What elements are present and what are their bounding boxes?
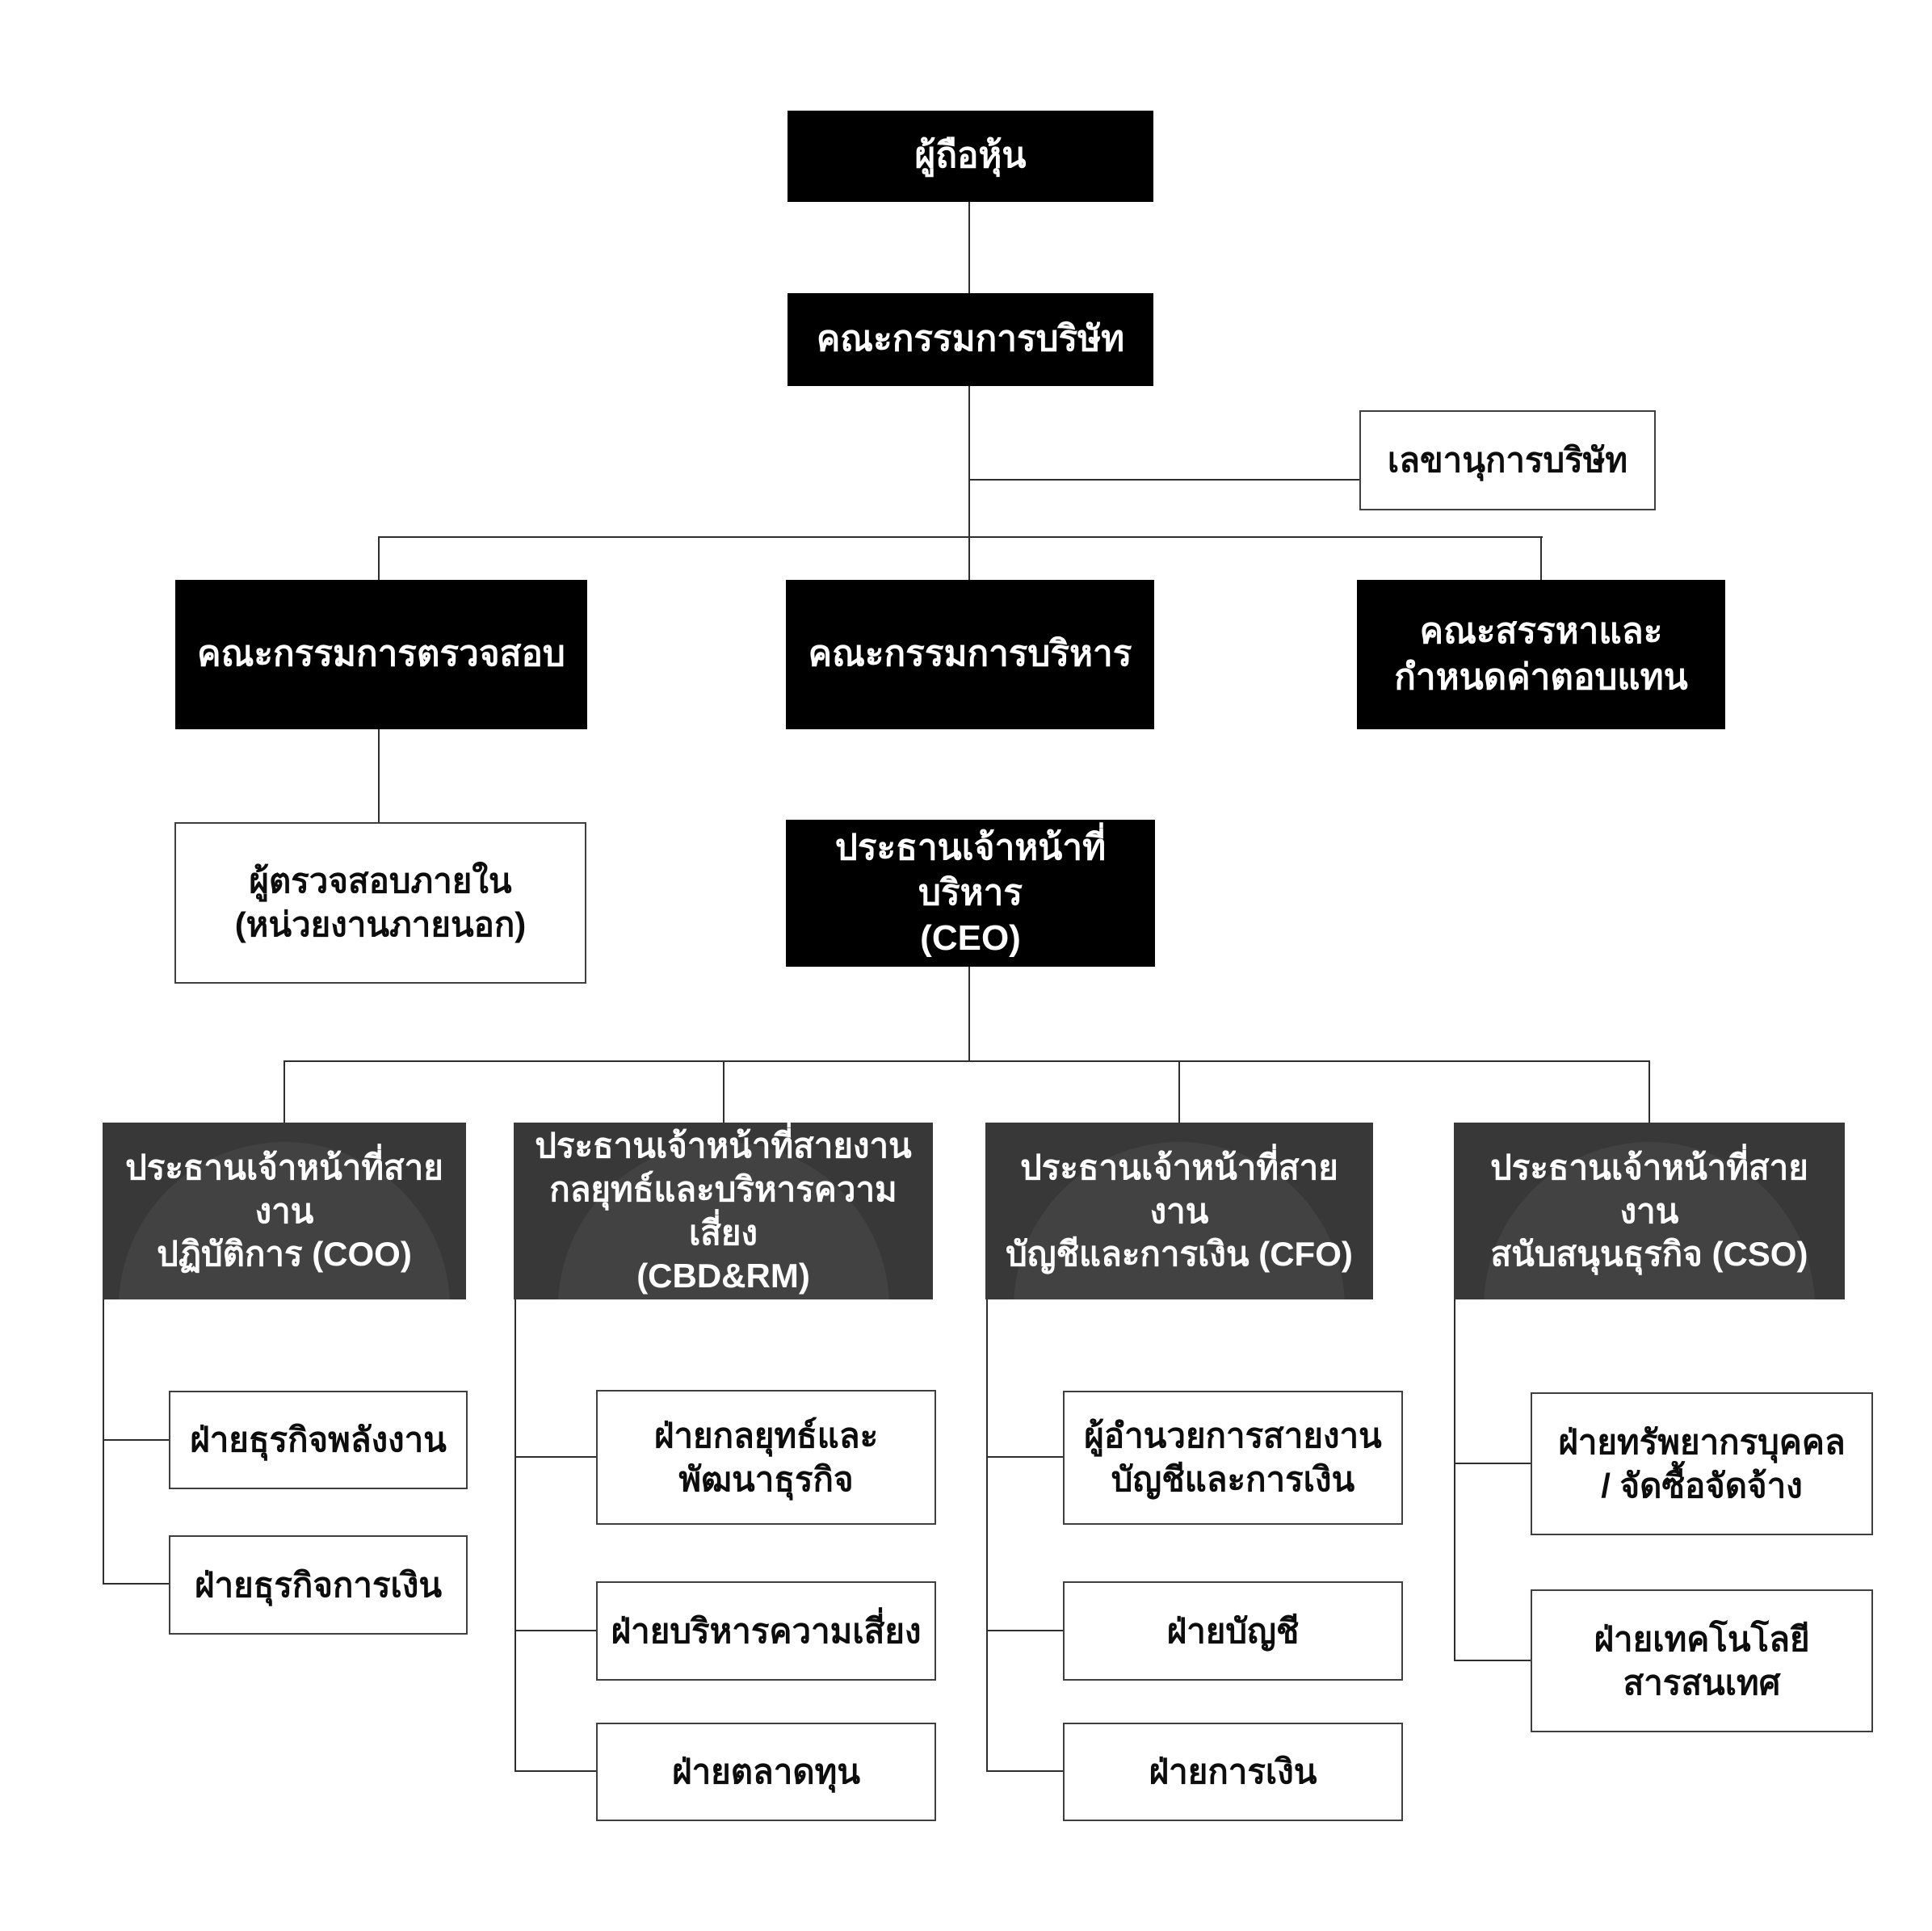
org-node-hr-procurement-dept-label: ฝ่ายทรัพยากรบุคคล / จัดซื้อจัดจ้าง	[1558, 1422, 1846, 1505]
org-node-hr-procurement-dept: ฝ่ายทรัพยากรบุคคล / จัดซื้อจัดจ้าง	[1531, 1392, 1873, 1535]
org-node-risk-management-dept: ฝ่ายบริหารความเสี่ยง	[596, 1581, 936, 1681]
org-node-shareholders: ผู้ถือหุ้น	[788, 111, 1153, 202]
connector-line	[1454, 1299, 1455, 1661]
org-node-information-technology-dept: ฝ่ายเทคโนโลยี สารสนเทศ	[1531, 1589, 1873, 1732]
org-node-financial-business-dept: ฝ่ายธุรกิจการเงิน	[169, 1535, 468, 1635]
connector-line	[968, 479, 1361, 481]
connector-line	[378, 536, 1543, 538]
org-node-energy-business-dept-label: ฝ่ายธุรกิจพลังงาน	[190, 1421, 447, 1459]
org-node-accounting-dept: ฝ่ายบัญชี	[1063, 1581, 1403, 1681]
org-node-information-technology-dept-label: ฝ่ายเทคโนโลยี สารสนเทศ	[1594, 1619, 1810, 1702]
connector-line	[514, 1299, 516, 1772]
org-node-board-of-directors: คณะกรรมการบริษัท	[788, 293, 1153, 386]
org-node-cso-label: ประธานเจ้าหน้าที่สายงาน สนับสนุนธุรกิจ (…	[1490, 1148, 1808, 1274]
connector-line	[986, 1630, 1063, 1631]
connector-line	[103, 1439, 169, 1441]
connector-line	[1648, 1060, 1650, 1123]
org-node-cbdrm: ประธานเจ้าหน้าที่สายงาน กลยุทธ์และบริหาร…	[514, 1123, 933, 1299]
org-node-board-of-directors-label: คณะกรรมการบริษัท	[816, 319, 1125, 359]
org-node-risk-management-dept-label: ฝ่ายบริหารความเสี่ยง	[611, 1611, 922, 1650]
org-node-company-secretary: เลขานุการบริษัท	[1359, 410, 1656, 510]
connector-line	[968, 967, 970, 1061]
org-node-accounting-dept-label: ฝ่ายบัญชี	[1166, 1611, 1300, 1650]
org-node-accounting-finance-director-label: ผู้อำนวยการสายงาน บัญชีและการเงิน	[1084, 1417, 1382, 1498]
connector-line	[284, 1060, 285, 1123]
org-node-coo-label: ประธานเจ้าหน้าที่สายงาน ปฏิบัติการ (COO)	[125, 1148, 443, 1274]
org-node-ceo-label: ประธานเจ้าหน้าที่บริหาร (CEO)	[834, 827, 1107, 959]
org-node-internal-auditor: ผู้ตรวจสอบภายใน (หน่วยงานภายนอก)	[174, 822, 586, 984]
org-node-capital-market-dept-label: ฝ่ายตลาดทุน	[671, 1753, 861, 1791]
org-node-cfo: ประธานเจ้าหน้าที่สายงาน บัญชีและการเงิน …	[985, 1123, 1373, 1299]
connector-line	[723, 1060, 724, 1123]
org-node-accounting-finance-director: ผู้อำนวยการสายงาน บัญชีและการเงิน	[1063, 1391, 1403, 1525]
connector-line	[968, 202, 970, 293]
org-node-executive-committee-label: คณะกรรมการบริหาร	[808, 634, 1132, 674]
org-node-shareholders-label: ผู้ถือหุ้น	[914, 136, 1027, 176]
connector-line	[378, 729, 380, 822]
org-node-cfo-label: ประธานเจ้าหน้าที่สายงาน บัญชีและการเงิน …	[1006, 1148, 1353, 1274]
connector-line	[1454, 1660, 1531, 1661]
connector-line	[378, 536, 380, 580]
connector-line	[1178, 1060, 1180, 1123]
org-node-audit-committee: คณะกรรมการตรวจสอบ	[175, 580, 587, 729]
connector-line	[514, 1630, 596, 1631]
org-node-nomination-remuneration-committee: คณะสรรหาและ กำหนดค่าตอบแทน	[1357, 580, 1725, 729]
connector-line	[514, 1456, 596, 1458]
org-node-internal-auditor-label: ผู้ตรวจสอบภายใน (หน่วยงานภายนอก)	[234, 862, 527, 943]
org-node-finance-dept: ฝ่ายการเงิน	[1063, 1723, 1403, 1821]
org-node-audit-committee-label: คณะกรรมการตรวจสอบ	[197, 634, 565, 674]
connector-line	[986, 1770, 1063, 1772]
connector-line	[1454, 1463, 1531, 1464]
connector-line	[284, 1060, 1650, 1062]
org-node-company-secretary-label: เลขานุการบริษัท	[1387, 441, 1628, 480]
org-node-coo: ประธานเจ้าหน้าที่สายงาน ปฏิบัติการ (COO)	[103, 1123, 466, 1299]
org-node-ceo: ประธานเจ้าหน้าที่บริหาร (CEO)	[786, 820, 1155, 967]
org-node-cbdrm-label: ประธานเจ้าหน้าที่สายงาน กลยุทธ์และบริหาร…	[535, 1127, 912, 1295]
connector-line	[986, 1299, 988, 1772]
org-node-financial-business-dept-label: ฝ่ายธุรกิจการเงิน	[194, 1565, 443, 1604]
connector-line	[103, 1583, 169, 1585]
connector-line	[1540, 536, 1542, 580]
org-node-strategy-business-dev-dept-label: ฝ่ายกลยุทธ์และ พัฒนาธุรกิจ	[653, 1416, 879, 1498]
org-node-cso: ประธานเจ้าหน้าที่สายงาน สนับสนุนธุรกิจ (…	[1454, 1123, 1845, 1299]
org-node-capital-market-dept: ฝ่ายตลาดทุน	[596, 1723, 936, 1821]
connector-line	[968, 386, 970, 580]
org-node-strategy-business-dev-dept: ฝ่ายกลยุทธ์และ พัฒนาธุรกิจ	[596, 1390, 936, 1525]
org-node-energy-business-dept: ฝ่ายธุรกิจพลังงาน	[169, 1391, 468, 1489]
connector-line	[103, 1299, 104, 1585]
org-node-executive-committee: คณะกรรมการบริหาร	[786, 580, 1154, 729]
org-node-finance-dept-label: ฝ่ายการเงิน	[1149, 1753, 1317, 1791]
connector-line	[514, 1770, 596, 1772]
org-node-nomination-remuneration-committee-label: คณะสรรหาและ กำหนดค่าตอบแทน	[1394, 611, 1688, 697]
connector-line	[986, 1456, 1063, 1458]
